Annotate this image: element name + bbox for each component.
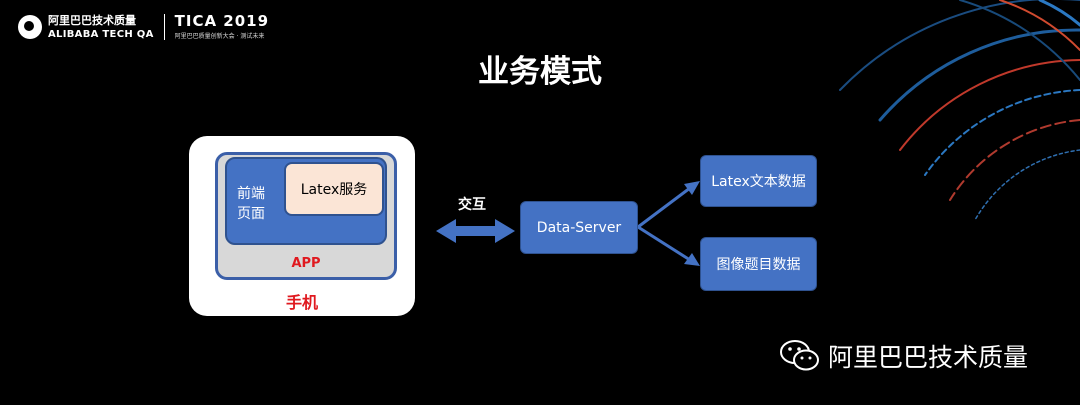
frontend-label: 前端 页面 — [237, 184, 265, 224]
branch-arrows — [637, 186, 691, 262]
alibaba-logo-icon — [18, 15, 42, 39]
watermark: 阿里巴巴技术质量 — [780, 338, 1028, 374]
image-data-box: 图像题目数据 — [700, 237, 817, 291]
watermark-text: 阿里巴巴技术质量 — [828, 343, 1029, 372]
logo-en: ALIBABA TECH QA — [48, 28, 154, 40]
wechat-icon — [780, 340, 819, 371]
event-title: TICA 2019 — [174, 12, 270, 30]
header-logo: 阿里巴巴技术质量 ALIBABA TECH QA TICA 2019 阿里巴巴质… — [18, 14, 269, 40]
frontend-label-line1: 前端 — [237, 186, 265, 202]
arrow-head-image — [684, 253, 700, 266]
phone-label: 手机 — [285, 293, 318, 312]
interaction-label: 交互 — [458, 197, 486, 213]
latex-service-box: Latex服务 — [284, 162, 384, 216]
latex-service-label: Latex服务 — [300, 182, 368, 198]
logo-text: 阿里巴巴技术质量 ALIBABA TECH QA — [48, 15, 154, 40]
interaction-double-arrow — [436, 219, 515, 243]
data-server-label: Data-Server — [536, 219, 622, 236]
slide-title: 业务模式 — [478, 54, 602, 90]
data-server-box: Data-Server — [520, 201, 638, 254]
event-badge: TICA 2019 阿里巴巴质量创新大会 · 测试未来 — [175, 14, 269, 40]
frontend-label-line2: 页面 — [237, 206, 265, 222]
app-label: APP — [291, 256, 321, 271]
latex-data-box: Latex文本数据 — [700, 155, 817, 207]
logo-cn: 阿里巴巴技术质量 — [48, 13, 136, 27]
event-subtitle: 阿里巴巴质量创新大会 · 测试未来 — [174, 33, 265, 40]
logo-divider — [163, 14, 165, 40]
latex-data-label: Latex文本数据 — [711, 174, 806, 190]
arrow-head-latex — [684, 181, 700, 195]
image-data-label: 图像题目数据 — [716, 257, 801, 273]
